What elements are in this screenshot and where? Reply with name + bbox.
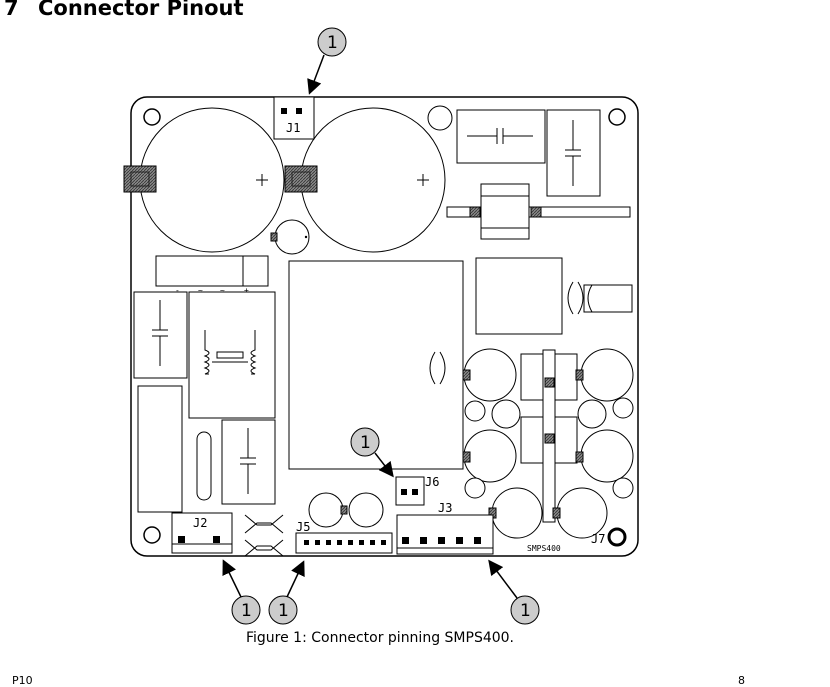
small-capacitor bbox=[274, 219, 310, 255]
cap-pad-right bbox=[284, 165, 318, 193]
svg-text:1: 1 bbox=[278, 601, 289, 621]
callout-j1: 1 bbox=[307, 27, 347, 95]
section-number: 7 bbox=[4, 0, 19, 20]
choke-component bbox=[480, 183, 530, 240]
cap-pad-left bbox=[123, 165, 157, 193]
bridge-rectifier bbox=[155, 255, 269, 287]
board-label: SMPS400 bbox=[527, 544, 561, 553]
footer-left: P10 bbox=[12, 674, 33, 687]
connector-j5 bbox=[295, 532, 393, 554]
fuse-component bbox=[583, 284, 633, 313]
mounting-hole-bl bbox=[143, 526, 161, 544]
connector-j6 bbox=[395, 476, 425, 506]
svg-text:1: 1 bbox=[520, 601, 531, 621]
bridge-mark-ac1: ~ bbox=[198, 286, 203, 295]
callout-j2: 1 bbox=[222, 559, 261, 625]
svg-text:1: 1 bbox=[241, 601, 252, 621]
connector-j1 bbox=[273, 96, 315, 140]
mounting-hole-j7 bbox=[607, 527, 627, 547]
section-heading: 7 Connector Pinout bbox=[0, 0, 244, 20]
svg-text:1: 1 bbox=[327, 33, 338, 53]
section-title: Connector Pinout bbox=[38, 0, 244, 20]
bridge-mark-ac2: ~ bbox=[220, 286, 225, 295]
callout-j6: 1 bbox=[350, 427, 394, 478]
label-j2: J2 bbox=[193, 516, 207, 530]
svg-text:1: 1 bbox=[360, 433, 371, 453]
label-j1: J1 bbox=[286, 121, 300, 135]
bridge-mark-minus: - bbox=[175, 286, 180, 295]
label-j5: J5 bbox=[296, 520, 310, 534]
mounting-hole-tr bbox=[608, 108, 626, 126]
label-j6: J6 bbox=[425, 475, 439, 489]
label-j3: J3 bbox=[438, 501, 452, 515]
resistor-block bbox=[137, 385, 183, 513]
bridge-mark-plus: + bbox=[244, 286, 249, 295]
callout-j3: 1 bbox=[488, 559, 540, 625]
slot-component bbox=[196, 431, 212, 501]
small-component-top bbox=[427, 105, 453, 131]
connector-j2 bbox=[171, 512, 233, 554]
page-number: 8 bbox=[738, 674, 745, 687]
figure-caption: Figure 1: Connector pinning SMPS400. bbox=[245, 630, 515, 646]
mounting-hole-tl bbox=[143, 108, 161, 126]
controller-block bbox=[475, 257, 563, 335]
callout-j5: 1 bbox=[268, 560, 305, 625]
label-j7: J7 bbox=[591, 532, 605, 546]
